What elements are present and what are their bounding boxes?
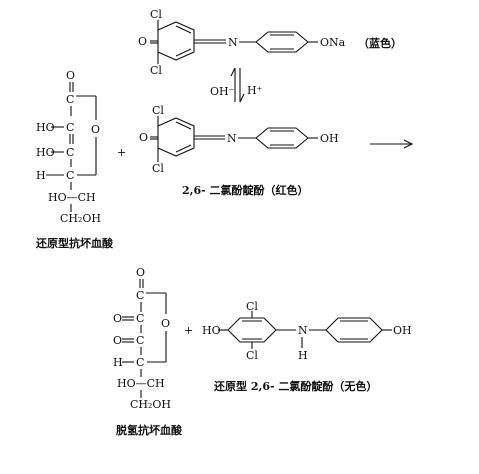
dcpip-sodium-salt-structure: Cl Cl O N ONa （蓝色） (138, 8, 402, 77)
chlorine-label: Cl (150, 8, 162, 21)
plus-sign: + (117, 146, 126, 159)
hydroxymethylene-label: HO—CH (48, 191, 96, 204)
oxygen-label: O (136, 266, 145, 279)
chlorine-label: Cl (152, 162, 164, 175)
oxygen-label: O (66, 69, 75, 82)
dcpip-red-structure: Cl Cl O N OH 2,6- 二氯酚靛酚（红色） (139, 104, 339, 197)
dcpip-red-caption: 2,6- 二氯酚靛酚（红色） (182, 183, 309, 197)
reduced-dcpip-caption: 还原型 2,6- 二氯酚靛酚（无色） (213, 379, 377, 393)
chlorine-label: Cl (246, 300, 258, 313)
reduced-dcpip-structure: HO Cl Cl N H OH 还原型 2,6- 二氯酚靛酚（无色） (202, 300, 412, 393)
reaction-arrow (370, 139, 414, 149)
sodium-oxide-label: ONa (320, 36, 346, 49)
nitrogen-label: N (298, 324, 308, 337)
oxygen-label: O (113, 334, 122, 347)
ring-oxygen-label: O (161, 317, 170, 330)
carbon-label: C (66, 146, 74, 159)
oxygen-label: O (139, 131, 148, 144)
equilibrium-arrows: OH⁻ H⁺ (210, 67, 263, 103)
hydroxyl-label: HO (36, 121, 55, 134)
plus-sign: + (184, 324, 193, 337)
reduced-ascorbic-acid-caption: 还原型抗坏血酸 (35, 236, 114, 250)
hydroxyl-label: OH (393, 324, 412, 337)
ascorbic-acid-structure: O C HO C HO C H C HO—CH CH₂OH O 还原型抗坏血酸 (35, 69, 114, 250)
hydroxymethyl-label: CH₂OH (60, 212, 101, 225)
dehydroascorbic-acid-structure: O C O C O C H C HO—CH CH₂OH O 脱氢抗坏血酸 (113, 266, 183, 437)
proton-label: H⁺ (247, 84, 263, 97)
carbon-label: C (66, 93, 74, 106)
carbon-label: C (136, 356, 144, 369)
hydroxymethylene-label: HO—CH (117, 377, 165, 390)
oxygen-label: O (138, 35, 147, 48)
hydroxyl-label: HO (36, 146, 55, 159)
nitrogen-label: N (227, 132, 237, 145)
hydroxide-label: OH⁻ (210, 85, 235, 98)
oxygen-label: O (113, 312, 122, 325)
dehydroascorbic-acid-caption: 脱氢抗坏血酸 (116, 423, 183, 437)
chlorine-label: Cl (246, 349, 258, 362)
nitrogen-label: N (228, 36, 238, 49)
chlorine-label: Cl (150, 64, 162, 77)
carbon-label: C (136, 312, 144, 325)
hydroxyl-label: OH (320, 132, 339, 145)
ring-oxygen-label: O (91, 123, 100, 136)
hydroxyl-label: HO (202, 324, 221, 337)
chlorine-label: Cl (152, 104, 164, 117)
carbon-label: C (136, 334, 144, 347)
hydroxymethyl-label: CH₂OH (130, 398, 171, 411)
hydrogen-label: H (298, 349, 308, 362)
carbon-label: C (136, 289, 144, 302)
hydrogen-label: H (36, 169, 46, 182)
carbon-label: C (66, 169, 74, 182)
hydrogen-label: H (113, 356, 123, 369)
blue-color-note: （蓝色） (358, 36, 402, 50)
carbon-label: C (66, 121, 74, 134)
